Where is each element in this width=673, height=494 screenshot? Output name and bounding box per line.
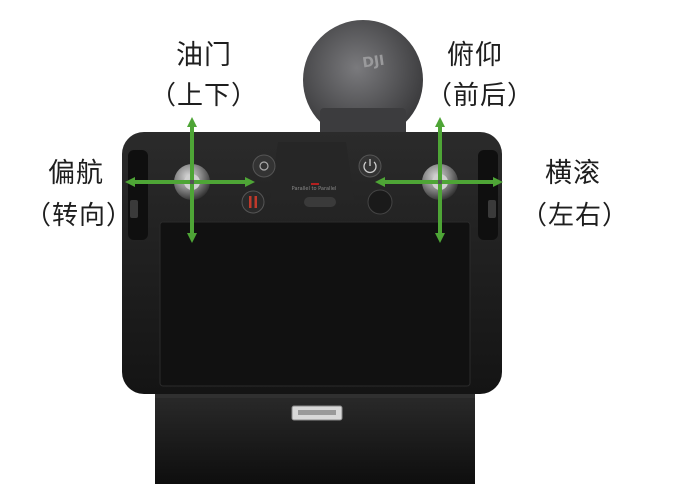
center-switch <box>304 197 336 207</box>
left-joystick <box>174 164 210 200</box>
right-stick-arrows <box>375 117 503 243</box>
function-button <box>367 189 393 215</box>
pitch-sub-label: （前后） <box>426 81 535 111</box>
touch-screen <box>159 221 471 387</box>
left-stick-arrows <box>125 117 255 243</box>
buttons-group: Parallel to Parallel <box>241 154 393 215</box>
center-panel-text: Parallel to Parallel <box>292 186 337 192</box>
pause-button <box>241 190 265 214</box>
roll-label: 横滚 <box>545 158 601 189</box>
pitch-label: 俯仰 <box>447 40 503 71</box>
roll-sub-label: （左右） <box>521 201 630 231</box>
yaw-sub-label: （转向） <box>25 201 134 231</box>
yaw-label: 偏航 <box>48 158 104 189</box>
charging-dock <box>155 394 475 484</box>
antenna-logo: DJI <box>361 53 385 72</box>
return-home-button <box>252 154 276 178</box>
throttle-sub-label: （上下） <box>150 81 259 111</box>
antenna: DJI <box>303 20 423 140</box>
throttle-label: 油门 <box>176 40 232 71</box>
right-joystick <box>422 164 458 200</box>
